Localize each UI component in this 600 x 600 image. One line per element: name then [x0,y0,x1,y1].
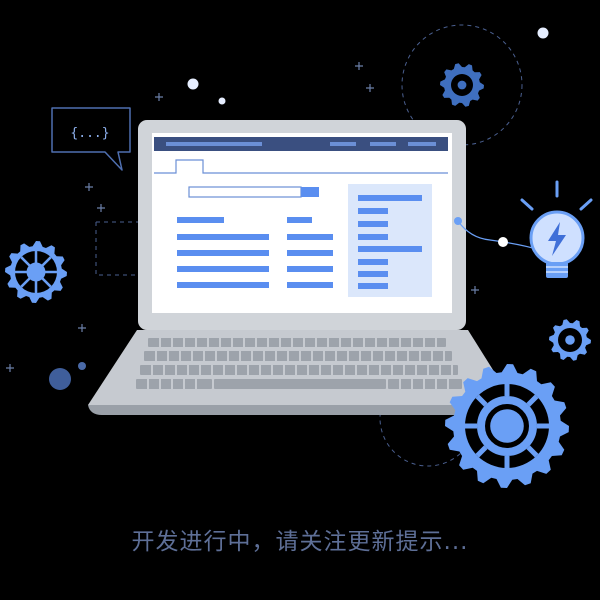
gear-icon-left [5,241,67,303]
laptop-base-edge [88,405,515,415]
laptop-icon [88,120,515,415]
screen-content-lines [177,217,333,288]
decorative-sparkles [49,27,549,390]
dashed-connector-left [95,222,148,276]
screen-search-button [301,187,319,197]
gear-icon-large-inner-ring [477,396,537,456]
decorative-plus-signs [6,62,479,372]
screen-header-bar [154,137,448,151]
screen-tab [154,159,448,174]
lightning-icon [548,222,566,256]
connector-wire-right [454,217,541,251]
screen-side-panel [348,184,432,297]
gear-icon-top-right [440,63,484,107]
status-caption: 开发进行中，请关注更新提示... [131,529,469,555]
dashed-orbit-top [401,24,523,146]
bubble-code-text: {...} [70,126,109,141]
gear-icon-right-small [549,319,591,361]
gear-icon-large [445,364,569,488]
speech-bubble-icon: {...} [51,107,131,171]
laptop-keys [136,338,462,389]
lightbulb-icon [520,180,593,278]
screen-search-field [188,186,302,198]
